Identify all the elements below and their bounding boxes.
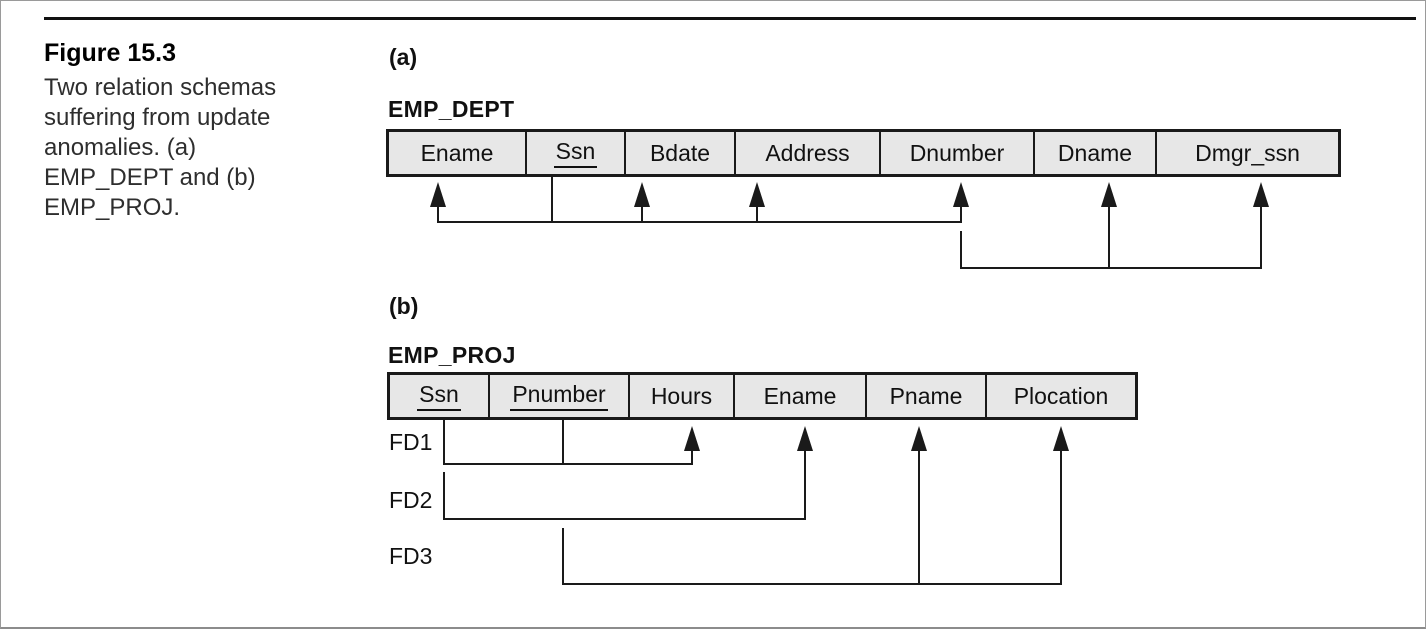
attribute-cell-ename-b: Ename: [735, 375, 867, 417]
relation-name-emp-dept: EMP_DEPT: [388, 96, 515, 122]
attribute-label: Pname: [889, 382, 963, 409]
caption-line: anomalies. (a): [44, 134, 197, 161]
arrowhead-ename-b: [797, 426, 813, 451]
relation-name-emp-proj: EMP_PROJ: [388, 342, 516, 368]
fd-line: [443, 420, 693, 465]
attribute-label-key: Pnumber: [510, 381, 608, 411]
attribute-label: Dmgr_ssn: [1195, 139, 1300, 166]
attribute-cell-pnumber: Pnumber: [490, 375, 630, 417]
attribute-label: Ename: [763, 382, 837, 409]
emp-dept-table: Ename Ssn Bdate Address Dnumber Dname Dm…: [386, 129, 1341, 177]
attribute-cell-pname: Pname: [867, 375, 987, 417]
attribute-cell-plocation: Plocation: [987, 375, 1135, 417]
fd-line: [960, 206, 1262, 269]
fd-line: [443, 450, 806, 520]
arrowhead-address: [749, 182, 765, 207]
arrowhead-dnumber: [953, 182, 969, 207]
arrowhead-dname: [1101, 182, 1117, 207]
fd2-label: FD2: [389, 487, 433, 513]
fd-a1-ssn-arrows: [430, 177, 969, 223]
attribute-cell-dname: Dname: [1035, 132, 1157, 174]
attribute-cell-address: Address: [736, 132, 881, 174]
attribute-label: Ename: [420, 139, 494, 166]
arrowhead-bdate: [634, 182, 650, 207]
fd2-arrows: [443, 426, 813, 520]
fd1-label: FD1: [389, 429, 433, 455]
arrowhead-plocation: [1053, 426, 1069, 451]
fd1-arrows: [443, 420, 700, 465]
attribute-label: Dname: [1057, 139, 1133, 166]
caption-line: Two relation schemas: [44, 74, 277, 101]
attribute-label-key: Ssn: [553, 138, 598, 168]
arrowhead-ename: [430, 182, 446, 207]
section-a-label: (a): [389, 44, 418, 70]
attribute-cell-dnumber: Dnumber: [881, 132, 1035, 174]
attribute-label: Hours: [650, 382, 713, 409]
arrowhead-dmgr-ssn: [1253, 182, 1269, 207]
attribute-cell-dmgr-ssn: Dmgr_ssn: [1157, 132, 1338, 174]
attribute-cell-bdate: Bdate: [626, 132, 736, 174]
arrowhead-hours: [684, 426, 700, 451]
fd-line: [562, 450, 1062, 585]
attribute-cell-ssn-b: Ssn: [390, 375, 490, 417]
attribute-cell-hours: Hours: [630, 375, 735, 417]
figure-caption-title: Figure 15.3: [44, 39, 176, 67]
attribute-label: Address: [765, 139, 850, 166]
caption-line: suffering from update: [44, 104, 271, 131]
attribute-label: Dnumber: [909, 139, 1005, 166]
caption-line: EMP_PROJ.: [44, 194, 181, 221]
attribute-label-key: Ssn: [417, 381, 461, 411]
fd-a2-dnumber-arrows: [960, 182, 1269, 269]
fd3-label: FD3: [389, 543, 433, 569]
arrowhead-pname: [911, 426, 927, 451]
top-rule-divider: [44, 17, 1416, 20]
figure-caption: Figure 15.3 Two relation schemas sufferi…: [44, 37, 374, 223]
section-b-label: (b): [389, 293, 419, 319]
attribute-cell-ssn: Ssn: [527, 132, 626, 174]
attribute-label: Bdate: [649, 139, 711, 166]
attribute-label: Plocation: [1013, 382, 1109, 409]
fd-line: [437, 206, 962, 223]
emp-proj-table: Ssn Pnumber Hours Ename Pname Plocation: [387, 372, 1138, 420]
attribute-cell-ename: Ename: [389, 132, 527, 174]
caption-line: EMP_DEPT and (b): [44, 164, 256, 191]
fd3-arrows: [562, 426, 1069, 585]
